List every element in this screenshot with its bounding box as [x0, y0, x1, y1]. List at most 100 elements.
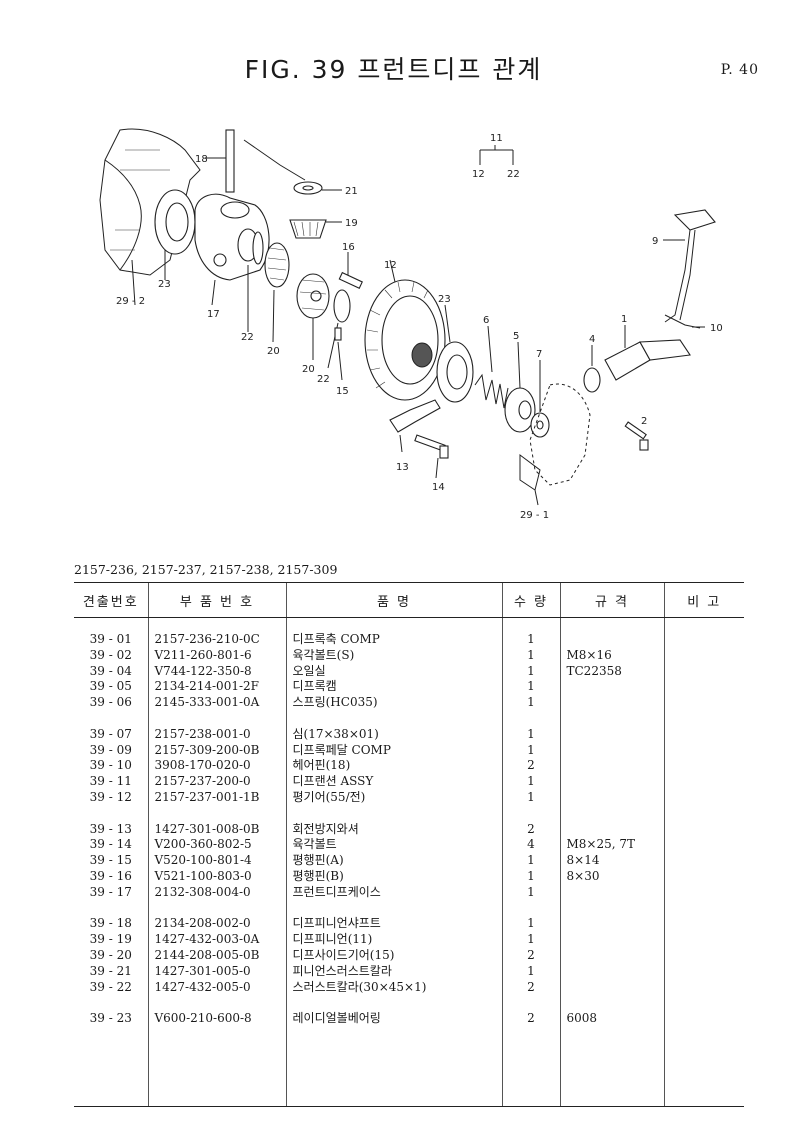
anti-rotation-washer-13 — [389, 399, 441, 433]
table-cell — [559, 726, 664, 743]
table-cell — [663, 837, 744, 854]
table-cell: 1 — [501, 884, 560, 901]
table-cell: 2157-236-210-0C — [147, 617, 286, 648]
table-cell: V211-260-801-6 — [147, 647, 286, 664]
table-cell: V600-210-600-8 — [147, 1011, 286, 1027]
table-cell — [147, 900, 286, 917]
label-22-right: 22 — [317, 374, 330, 385]
table-cell — [663, 647, 744, 664]
table-cell — [559, 963, 664, 980]
table-spacer — [74, 1074, 744, 1091]
table-spacer — [74, 1042, 744, 1059]
label-16: 16 — [342, 242, 355, 253]
table-cell: 39 - 12 — [89, 789, 132, 804]
table-cell: 육각볼트 — [285, 837, 502, 854]
label-20-right: 20 — [302, 364, 315, 375]
label-14: 14 — [432, 482, 445, 493]
table-cell: 8×30 — [559, 868, 664, 885]
oil-seal-4 — [583, 367, 601, 393]
table-cell — [285, 995, 502, 1012]
table-cell: 39 - 15 — [89, 853, 132, 868]
table-cell — [663, 1011, 744, 1027]
table-cell — [147, 1074, 286, 1091]
table-cell: 1 — [501, 916, 560, 933]
model-numbers: 2157-236, 2157-237, 2157-238, 2157-309 — [74, 562, 338, 577]
table-cell — [501, 1026, 560, 1043]
label-29-2: 29 - 2 — [116, 296, 145, 307]
label-2: 2 — [641, 416, 647, 427]
table-cell — [285, 1090, 502, 1107]
table-cell: 평행핀(B) — [285, 868, 502, 885]
label-12-bracket: 12 — [472, 169, 485, 180]
table-cell — [663, 884, 744, 901]
table-cell: V744-122-350-8 — [147, 663, 286, 680]
table-cell — [663, 742, 744, 759]
label-6: 6 — [483, 315, 489, 326]
table-cell — [559, 617, 664, 648]
table-cell: 피니언스러스트칼라 — [285, 963, 502, 980]
table-cell — [559, 947, 664, 964]
table-cell — [559, 916, 664, 933]
table-cell — [559, 805, 664, 822]
table-cell — [663, 979, 744, 996]
table-cell — [74, 711, 148, 727]
table-cell — [501, 900, 560, 917]
table-cell — [559, 979, 664, 996]
bearing-23-right — [436, 341, 474, 403]
table-cell: 39 - 13 — [89, 821, 132, 836]
table-cell — [559, 789, 664, 806]
table-spacer — [74, 710, 744, 727]
table-cell: 2 — [501, 758, 560, 775]
table-cell — [663, 947, 744, 964]
table-cell: 6008 — [559, 1011, 664, 1027]
table-cell: 39 - 19 — [89, 932, 132, 947]
table-cell: M8×16 — [559, 647, 664, 664]
table-cell — [559, 774, 664, 790]
table-cell: 디프록축 COMP — [285, 617, 502, 648]
side-gear-20-right — [296, 273, 330, 319]
table-spacer — [74, 1058, 744, 1075]
thrust-collar-22-right — [333, 289, 351, 323]
table-cell: V200-360-802-5 — [147, 837, 286, 854]
table-cell: 39 - 17 — [89, 884, 132, 899]
label-20-left: 20 — [267, 346, 280, 357]
table-cell: 1 — [501, 963, 560, 980]
table-cell: 39 - 01 — [89, 632, 132, 646]
hex-bolt-2 — [624, 421, 649, 451]
table-cell — [663, 663, 744, 680]
table-cell: 2157-309-200-0B — [147, 742, 286, 759]
table-cell — [663, 916, 744, 933]
table-cell: 심(17×38×01) — [285, 726, 502, 743]
spur-gear-12 — [364, 279, 446, 401]
header-part-no: 부 품 번 호 — [147, 582, 286, 618]
table-cell: 1 — [501, 617, 560, 648]
label-15: 15 — [336, 386, 349, 397]
table-cell — [559, 710, 664, 727]
table-cell: 1 — [501, 742, 560, 759]
table-cell: 1 — [501, 726, 560, 743]
table-cell — [663, 1026, 744, 1043]
table-cell — [663, 868, 744, 885]
diff-lock-pedal-9 — [664, 209, 716, 323]
table-cell: 헤어핀(18) — [285, 758, 502, 775]
table-spacer — [74, 1090, 744, 1107]
table-cell: 8×14 — [559, 853, 664, 869]
table-cell — [663, 963, 744, 980]
table-header-row: 견출번호 부 품 번 호 품 명 수 량 규 격 비 고 — [74, 582, 744, 618]
table-cell: 39 - 06 — [89, 695, 132, 710]
table-cell — [285, 805, 502, 822]
table-cell — [147, 995, 286, 1012]
hair-pin-10 — [664, 314, 701, 329]
table-cell — [559, 932, 664, 948]
table-cell — [147, 1042, 286, 1059]
label-7: 7 — [536, 349, 542, 360]
